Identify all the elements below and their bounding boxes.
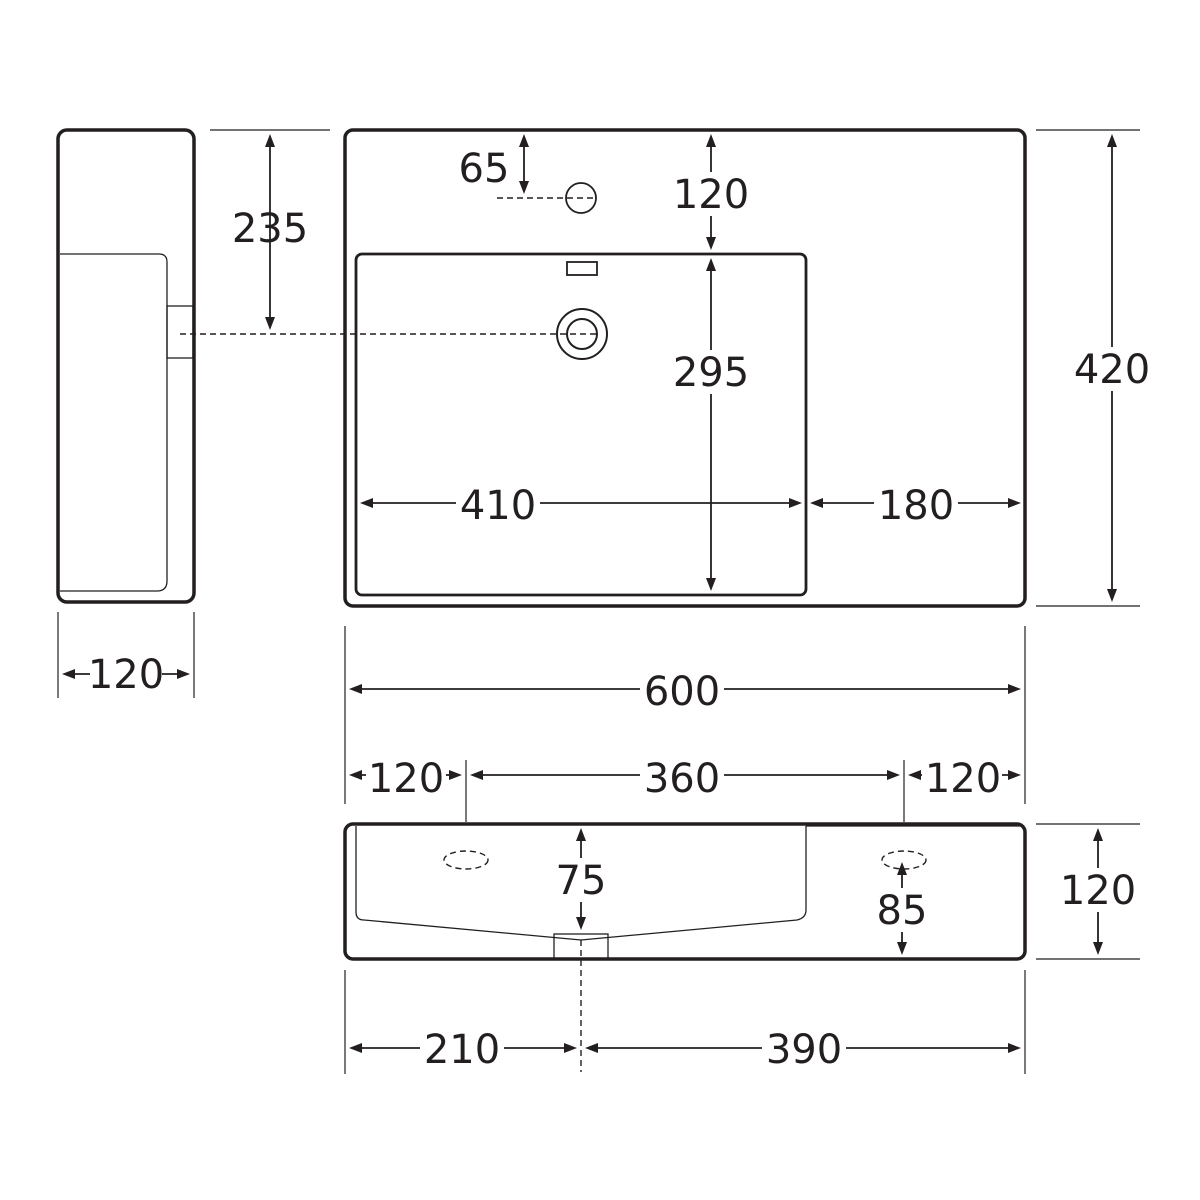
bracket-left-label: 120 — [368, 756, 444, 802]
waste-from-left-dim-arrow-start — [349, 1043, 362, 1053]
side-waste-height-label: 235 — [232, 206, 308, 252]
left-bracket-hole-icon — [443, 850, 489, 870]
overall-height-dim-arrow-end — [1093, 942, 1103, 955]
right-bracket-hole-icon — [881, 850, 927, 870]
bracket-spacing-dim-arrow-start — [470, 770, 483, 780]
overall-width-dim-arrow-end — [1008, 684, 1021, 694]
bowl-depth-dim-arrow-end — [706, 578, 716, 591]
side-view-waste-outlet — [166, 305, 194, 359]
overall-height-label: 120 — [1060, 868, 1136, 914]
waste-from-right-label: 390 — [766, 1027, 842, 1073]
side-view-bowl-profile — [60, 253, 168, 592]
bracket-left-dim-arrow-start — [349, 770, 362, 780]
side-depth-width-dim-arrow-end — [177, 669, 190, 679]
bracket-right-label: 120 — [925, 756, 1001, 802]
overall-width-dim-arrow-start — [349, 684, 362, 694]
overall-depth-label: 420 — [1074, 347, 1150, 393]
bracket-height-label: 85 — [877, 888, 928, 934]
tap-hole-offset-label: 65 — [459, 146, 510, 192]
overall-depth-dim-arrow-end — [1107, 589, 1117, 602]
bracket-right-dim-arrow-end — [1008, 770, 1021, 780]
deck-width-dim-arrow-end — [1008, 498, 1021, 508]
front-view — [343, 760, 1140, 1072]
waste-outer-ring-icon — [556, 308, 608, 360]
front-view-outline — [343, 822, 1027, 961]
bowl-height-dim-arrow-end — [576, 917, 586, 930]
bracket-left-dim-arrow-end — [449, 770, 462, 780]
bracket-spacing-dim-arrow-end — [887, 770, 900, 780]
side-waste-height-dim-arrow-end — [265, 317, 275, 330]
bowl-width-dim-arrow-end — [789, 498, 802, 508]
waste-from-right-dim-arrow-end — [1008, 1043, 1021, 1053]
tap-hole-offset-dim-arrow-start — [519, 134, 529, 147]
side-view-outline — [56, 128, 196, 604]
deck-depth-label: 120 — [673, 172, 749, 218]
waste-inner-ring-icon — [566, 318, 598, 350]
side-view — [56, 128, 330, 698]
deck-depth-dim-arrow-start — [706, 134, 716, 147]
deck-depth-dim-arrow-end — [706, 237, 716, 250]
bowl-depth-dim-arrow-start — [706, 258, 716, 271]
overall-height-dim-arrow-start — [1093, 828, 1103, 841]
deck-width-dim-arrow-start — [810, 498, 823, 508]
top-view-bowl — [354, 252, 808, 597]
bracket-spacing-label: 360 — [644, 756, 720, 802]
bowl-width-dim-arrow-start — [360, 498, 373, 508]
top-view-outline — [343, 128, 1027, 608]
bowl-height-label: 75 — [556, 858, 607, 904]
overall-width-label: 600 — [644, 669, 720, 715]
bowl-depth-label: 295 — [673, 350, 749, 396]
overall-depth-dim-arrow-start — [1107, 134, 1117, 147]
overflow-slot-icon — [566, 261, 598, 276]
waste-from-right-dim-arrow-start — [585, 1043, 598, 1053]
dimension-labels: 120 235 65 120 295 420 410 180 600 120 3… — [88, 146, 1154, 1073]
bracket-right-dim-arrow-start — [908, 770, 921, 780]
waste-from-left-label: 210 — [424, 1027, 500, 1073]
bracket-height-dim-arrow-start — [897, 862, 907, 875]
deck-width-label: 180 — [878, 483, 954, 529]
top-view — [180, 128, 1140, 608]
dimension-lines — [62, 134, 1117, 1053]
tap-hole-icon — [565, 182, 597, 214]
bowl-height-dim-arrow-start — [576, 828, 586, 841]
waste-from-left-dim-arrow-end — [564, 1043, 577, 1053]
bracket-height-dim-arrow-end — [897, 942, 907, 955]
front-view-waste-outlet — [553, 933, 609, 960]
tap-hole-offset-dim-arrow-end — [519, 181, 529, 194]
bowl-width-label: 410 — [460, 483, 536, 529]
side-depth-width-dim-arrow-start — [62, 669, 75, 679]
side-depth-width-label: 120 — [88, 652, 164, 698]
side-waste-height-dim-arrow-start — [265, 134, 275, 147]
